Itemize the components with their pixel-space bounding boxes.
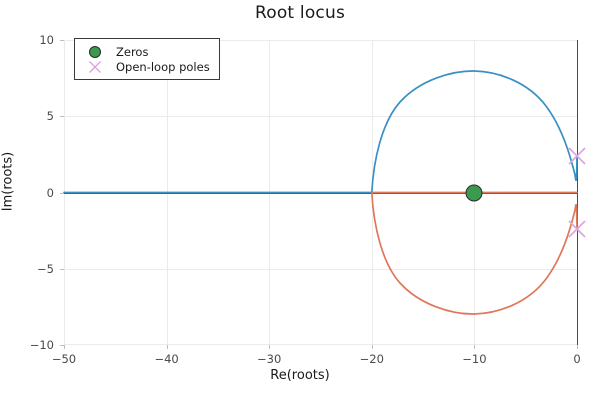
ytick-mark-0 <box>60 40 64 41</box>
ytick-label-1: 5 <box>46 109 54 124</box>
legend-entry-zeros: Zeros <box>82 44 210 59</box>
gridline-y--10 <box>64 344 577 345</box>
x-cross-marker-icon <box>87 59 103 75</box>
plot-area: −50 −40 −30 −20 −10 0 10 5 0 −5 −10 <box>30 33 586 366</box>
xtick-label-2: −30 <box>257 352 282 366</box>
xtick-mark-5 <box>577 345 578 349</box>
ytick-label-3: −5 <box>37 261 54 276</box>
locus-curves <box>63 70 578 315</box>
y-axis-title: Im(roots) <box>0 151 16 212</box>
gridline-y-10 <box>64 40 577 41</box>
page-title: Root locus <box>254 3 346 23</box>
xtick-mark-4 <box>474 345 476 349</box>
legend-label-poles: Open-loop poles <box>116 59 210 74</box>
xtick-label-5: 0 <box>573 352 581 366</box>
gridline-y-5 <box>64 116 577 118</box>
ytick-label-2: 0 <box>46 185 54 200</box>
locus-branch-lower <box>370 191 578 315</box>
ytick-mark-4 <box>60 345 64 346</box>
ytick-mark-1 <box>60 116 64 118</box>
xtick-label-0: −50 <box>51 352 77 366</box>
xtick-label-1: −40 <box>154 352 179 366</box>
xtick-mark-1 <box>166 345 168 349</box>
pole-marker-lower <box>566 218 588 240</box>
pole-marker-upper <box>566 145 588 167</box>
circle-marker-icon <box>89 45 101 58</box>
ytick-label-0: 10 <box>39 33 54 47</box>
xtick-label-3: −20 <box>359 352 384 366</box>
gridline-y--5 <box>64 268 577 270</box>
xtick-mark-3 <box>371 345 373 349</box>
legend-entry-poles: Open-loop poles <box>82 59 210 74</box>
locus-branch-upper <box>63 70 578 194</box>
ytick-label-4: −10 <box>29 338 54 352</box>
xtick-mark-0 <box>64 345 65 349</box>
x-axis-title: Re(roots) <box>270 368 330 383</box>
ytick-mark-2 <box>60 192 64 194</box>
legend-label-zeros: Zeros <box>116 44 149 59</box>
xtick-label-4: −10 <box>462 352 487 366</box>
zeros-icon <box>82 44 108 59</box>
poles-icon <box>82 59 108 74</box>
xtick-mark-2 <box>269 345 271 349</box>
zero-marker <box>465 184 483 201</box>
ytick-mark-3 <box>60 268 64 270</box>
legend: Zeros Open-loop poles <box>74 38 220 80</box>
